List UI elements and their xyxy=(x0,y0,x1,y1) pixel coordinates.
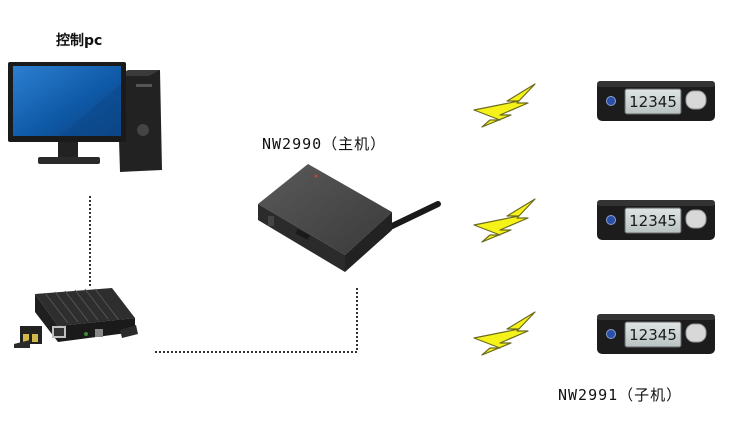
network-gateway-icon xyxy=(14,288,138,348)
sub-device-label: NW2991（子机） xyxy=(558,386,683,404)
wireless-host-box-icon xyxy=(258,164,441,272)
desktop-computer-icon xyxy=(8,62,162,172)
display-terminal-icon xyxy=(597,200,715,240)
device-display-text: 12345 xyxy=(629,212,677,230)
device-display-text: 12345 xyxy=(629,326,677,344)
display-terminal-icon xyxy=(597,314,715,354)
display-terminal-icon xyxy=(597,81,715,121)
device-display-text: 12345 xyxy=(629,93,677,111)
pc-label: 控制pc xyxy=(56,33,103,49)
lightning-bolt-icon xyxy=(473,83,536,356)
host-label: NW2990（主机） xyxy=(262,135,387,153)
wired-connection xyxy=(89,196,358,353)
